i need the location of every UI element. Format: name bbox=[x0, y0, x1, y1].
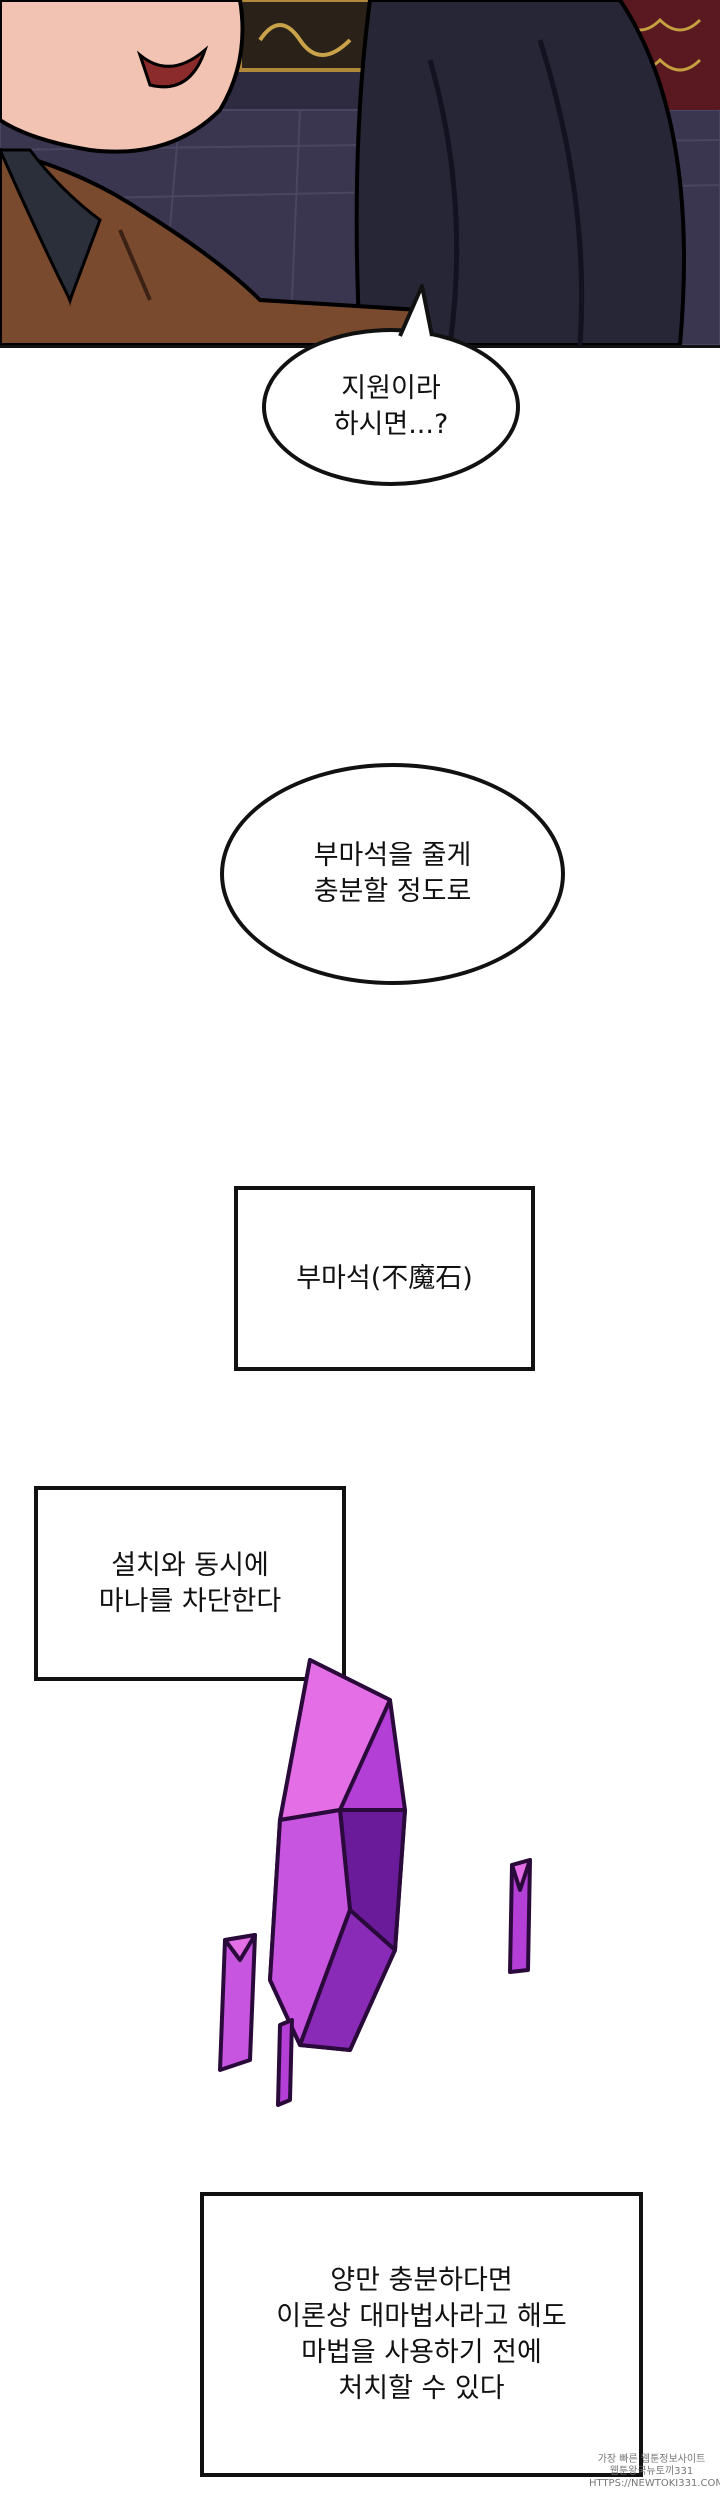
watermark-text: 가장 빠른 웹툰정보사이트 웹툰왕국뉴토끼331 HTTPS://NEWTOKI… bbox=[589, 2454, 720, 2489]
smiling-mouth bbox=[136, 45, 209, 89]
caption-box-item-usage: 양만 충분하다면 이론상 대마법사라고 해도 마법을 사용하기 전에 처치할 수… bbox=[200, 2192, 643, 2477]
purple-crystal-illustration bbox=[218, 1658, 532, 2107]
site-watermark: 가장 빠른 웹툰정보사이트 웹툰왕국뉴토끼331 HTTPS://NEWTOKI… bbox=[589, 2454, 720, 2490]
brown-robed-character bbox=[0, 147, 433, 345]
speech-bubble-support: 지원이라 하시면...? bbox=[262, 328, 520, 486]
character-face bbox=[0, 0, 245, 154]
speech-bubble-tail bbox=[398, 284, 434, 337]
caption-box-item-effect: 설치와 동시에 마나를 차단한다 bbox=[34, 1486, 346, 1681]
speech-text-support: 지원이라 하시면...? bbox=[333, 373, 449, 440]
speech-text-magic-stone: 부마석을 줄게 충분할 정도로 bbox=[313, 840, 472, 907]
gold-ornament bbox=[238, 0, 372, 72]
caption-text-item-usage: 양만 충분하다면 이론상 대마법사라고 해도 마법을 사용하기 전에 처치할 수… bbox=[276, 2264, 567, 2404]
caption-box-item-name: 부마석(不魔石) bbox=[234, 1186, 535, 1371]
speech-bubble-magic-stone: 부마석을 줄게 충분할 정도로 bbox=[220, 763, 565, 985]
caption-text-item-name: 부마석(不魔石) bbox=[296, 1262, 473, 1294]
top-illustration-panel bbox=[0, 0, 720, 348]
caption-text-item-effect: 설치와 동시에 마나를 차단한다 bbox=[98, 1549, 282, 1617]
characters-scene-illustration bbox=[0, 0, 720, 345]
